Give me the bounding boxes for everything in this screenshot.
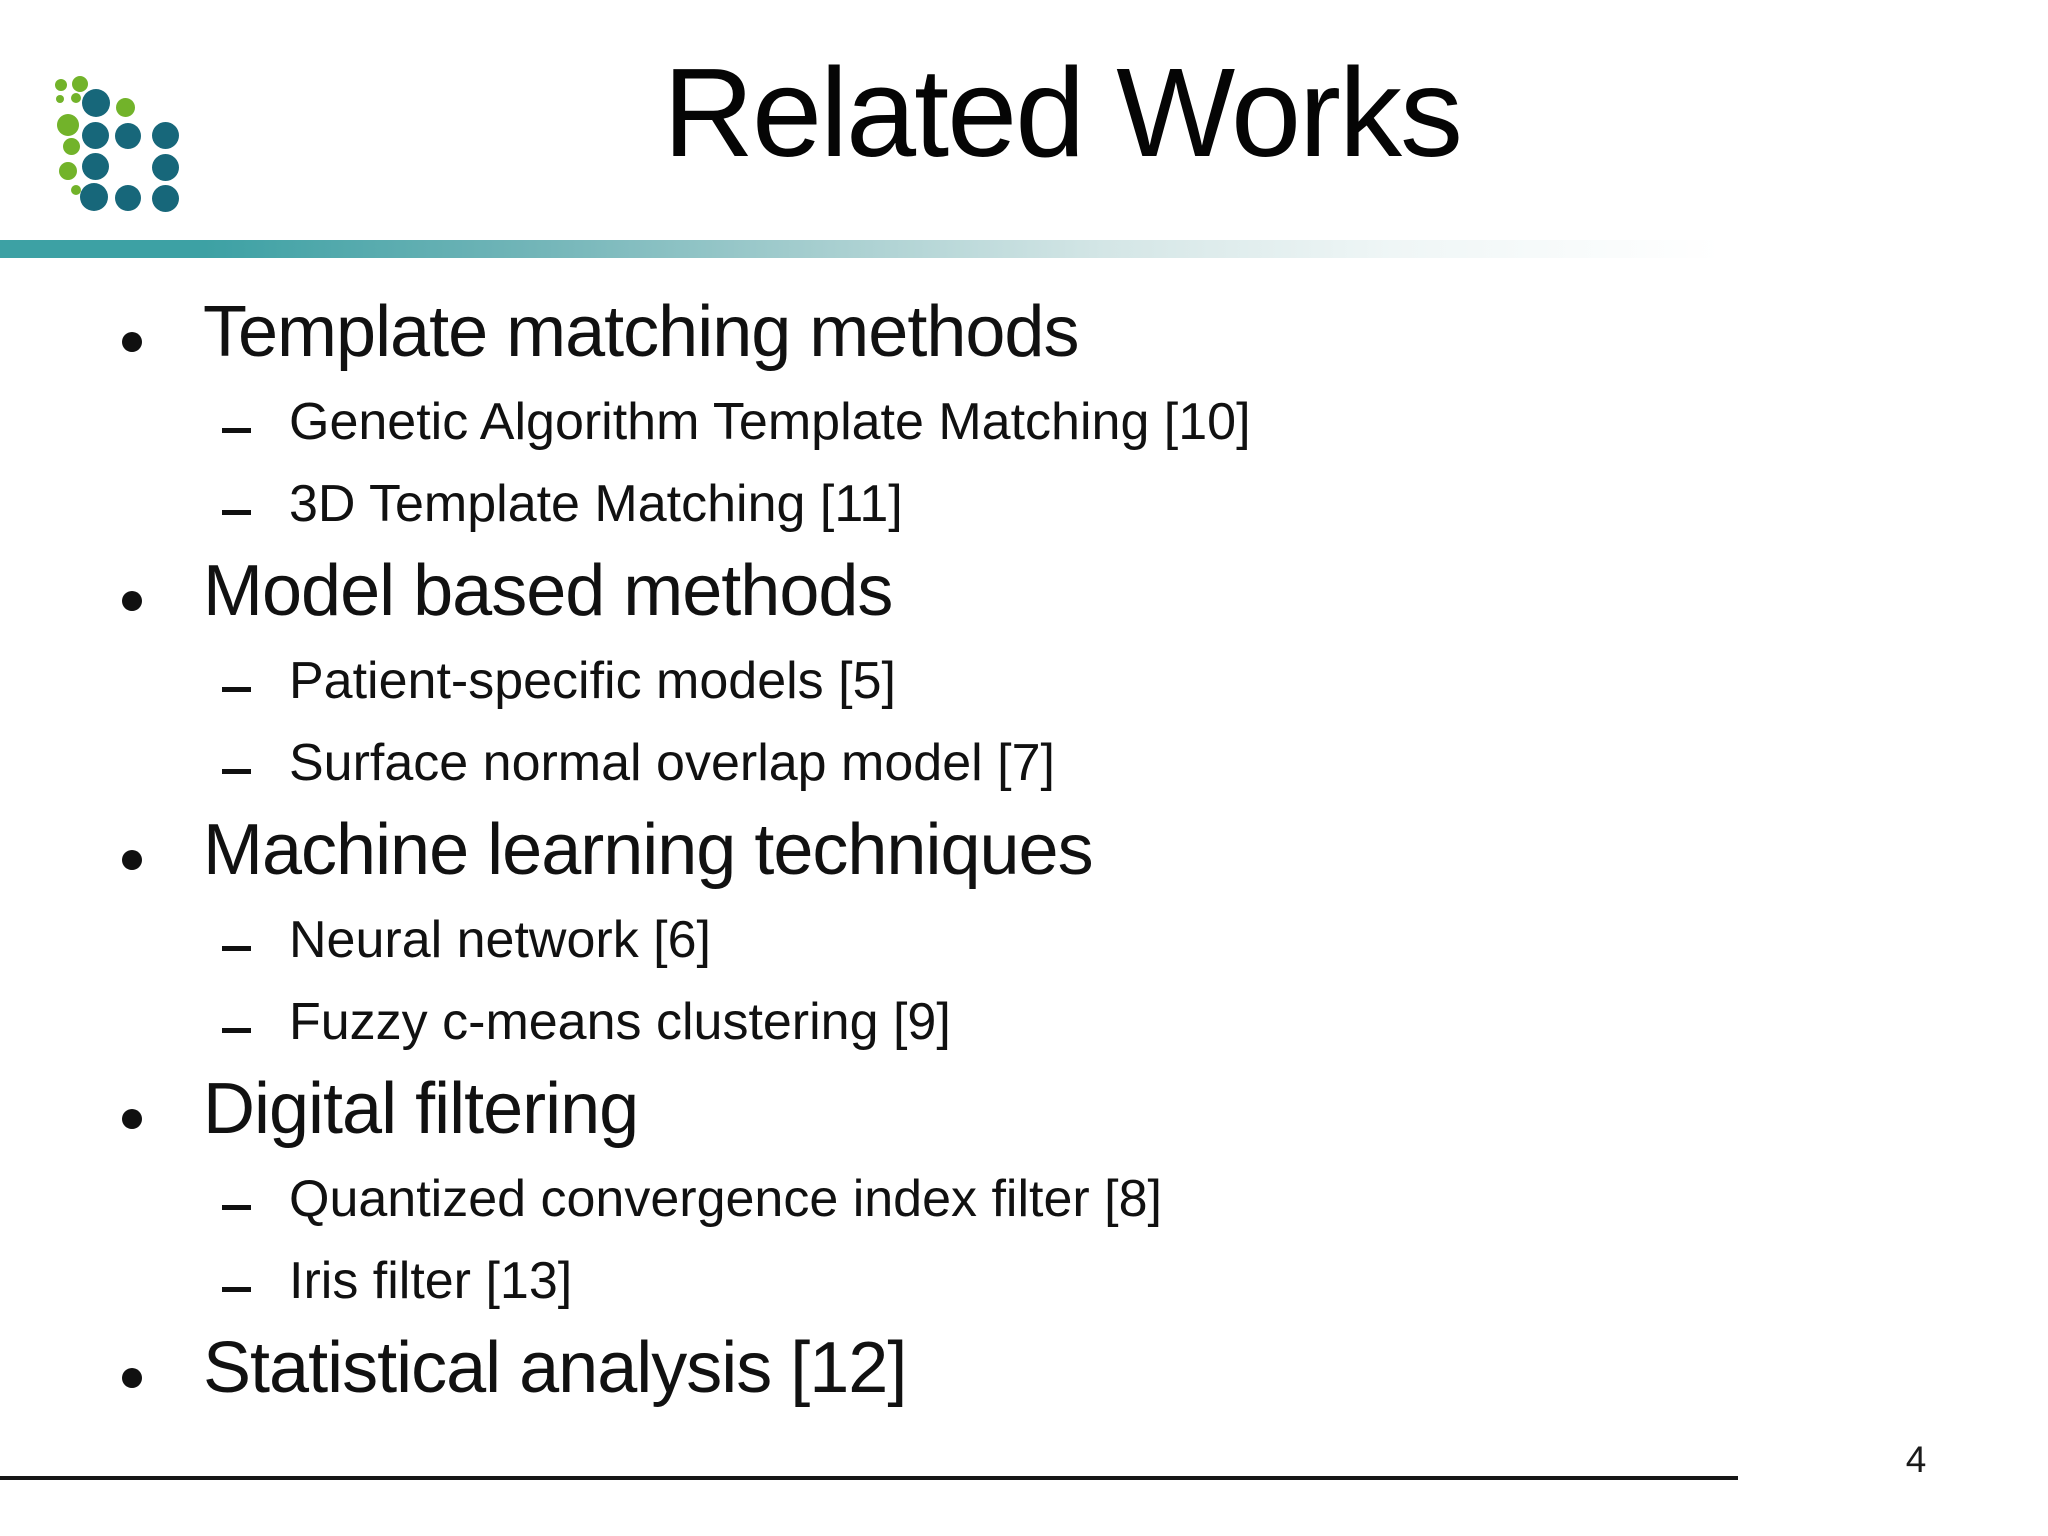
bullet-label: Genetic Algorithm Template Matching [10] <box>289 393 1251 451</box>
bullet-dot-icon <box>122 591 142 611</box>
logo-teal-dot <box>151 184 179 212</box>
bullet-item: Model based methods <box>0 539 2048 634</box>
bullet-dot-icon <box>122 1368 142 1388</box>
dash-icon <box>222 769 251 774</box>
logo-icon <box>0 0 230 240</box>
bullet-label: Patient-specific models [5] <box>289 652 896 710</box>
bullet-dot-icon <box>122 850 142 870</box>
dash-icon <box>222 1205 251 1210</box>
sub-bullet-item: Patient-specific models [5] <box>0 634 2048 716</box>
logo-green-dot <box>57 114 79 136</box>
sub-bullet-item: Genetic Algorithm Template Matching [10] <box>0 375 2048 457</box>
dash-icon <box>222 687 251 692</box>
dash-icon <box>222 428 251 433</box>
logo-teal-dot <box>81 121 109 149</box>
bullet-label: Template matching methods <box>203 292 1079 372</box>
bullet-label: Model based methods <box>203 551 893 631</box>
logo-green-dot <box>56 95 64 103</box>
slide-title: Related Works <box>663 42 1463 183</box>
bullet-item: Machine learning techniques <box>0 798 2048 893</box>
page-number: 4 <box>1905 1439 1927 1480</box>
bullet-label: Iris filter [13] <box>289 1252 573 1310</box>
logo-green-dot <box>55 79 67 91</box>
bullet-label: Surface normal overlap model [7] <box>289 734 1055 792</box>
logo-teal-dot <box>151 153 179 181</box>
bullet-label: 3D Template Matching [11] <box>289 475 903 533</box>
sub-bullet-item: Surface normal overlap model [7] <box>0 716 2048 798</box>
logo-teal-dot <box>81 152 109 180</box>
dash-icon <box>222 1287 251 1292</box>
logo-green-dot <box>72 76 88 92</box>
sub-bullet-item: Neural network [6] <box>0 893 2048 975</box>
logo-teal-dot <box>82 89 110 117</box>
dash-icon <box>222 946 251 951</box>
logo-green-dot <box>59 162 77 180</box>
logo-teal-dot <box>115 123 141 149</box>
dash-icon <box>222 510 251 515</box>
logo-green-dot <box>71 185 81 195</box>
logo-teal-dot <box>115 185 141 211</box>
logo-teal-dot <box>80 183 108 211</box>
bullet-dot-icon <box>122 332 142 352</box>
logo-teal-dot <box>151 121 179 149</box>
bullet-item: Statistical analysis [12] <box>0 1316 2048 1411</box>
bullet-item: Template matching methods <box>0 280 2048 375</box>
bullet-item: Digital filtering <box>0 1057 2048 1152</box>
sub-bullet-item: Quantized convergence index filter [8] <box>0 1152 2048 1234</box>
bullet-label: Quantized convergence index filter [8] <box>289 1170 1162 1228</box>
bullet-label: Digital filtering <box>203 1069 639 1149</box>
title-accent-bar <box>0 240 2048 258</box>
logo-green-dot <box>71 93 81 103</box>
bullet-label: Neural network [6] <box>289 911 711 969</box>
bullet-dot-icon <box>122 1109 142 1129</box>
sub-bullet-item: Iris filter [13] <box>0 1234 2048 1316</box>
logo-green-dot <box>62 137 80 155</box>
footer-divider <box>0 1476 1738 1480</box>
bullet-label: Statistical analysis [12] <box>203 1328 907 1408</box>
logo-green-dot <box>115 97 135 117</box>
sub-bullet-item: 3D Template Matching [11] <box>0 457 2048 539</box>
sub-bullet-item: Fuzzy c-means clustering [9] <box>0 975 2048 1057</box>
bullet-label: Fuzzy c-means clustering [9] <box>289 993 951 1051</box>
dash-icon <box>222 1028 251 1033</box>
bullet-label: Machine learning techniques <box>203 810 1094 890</box>
